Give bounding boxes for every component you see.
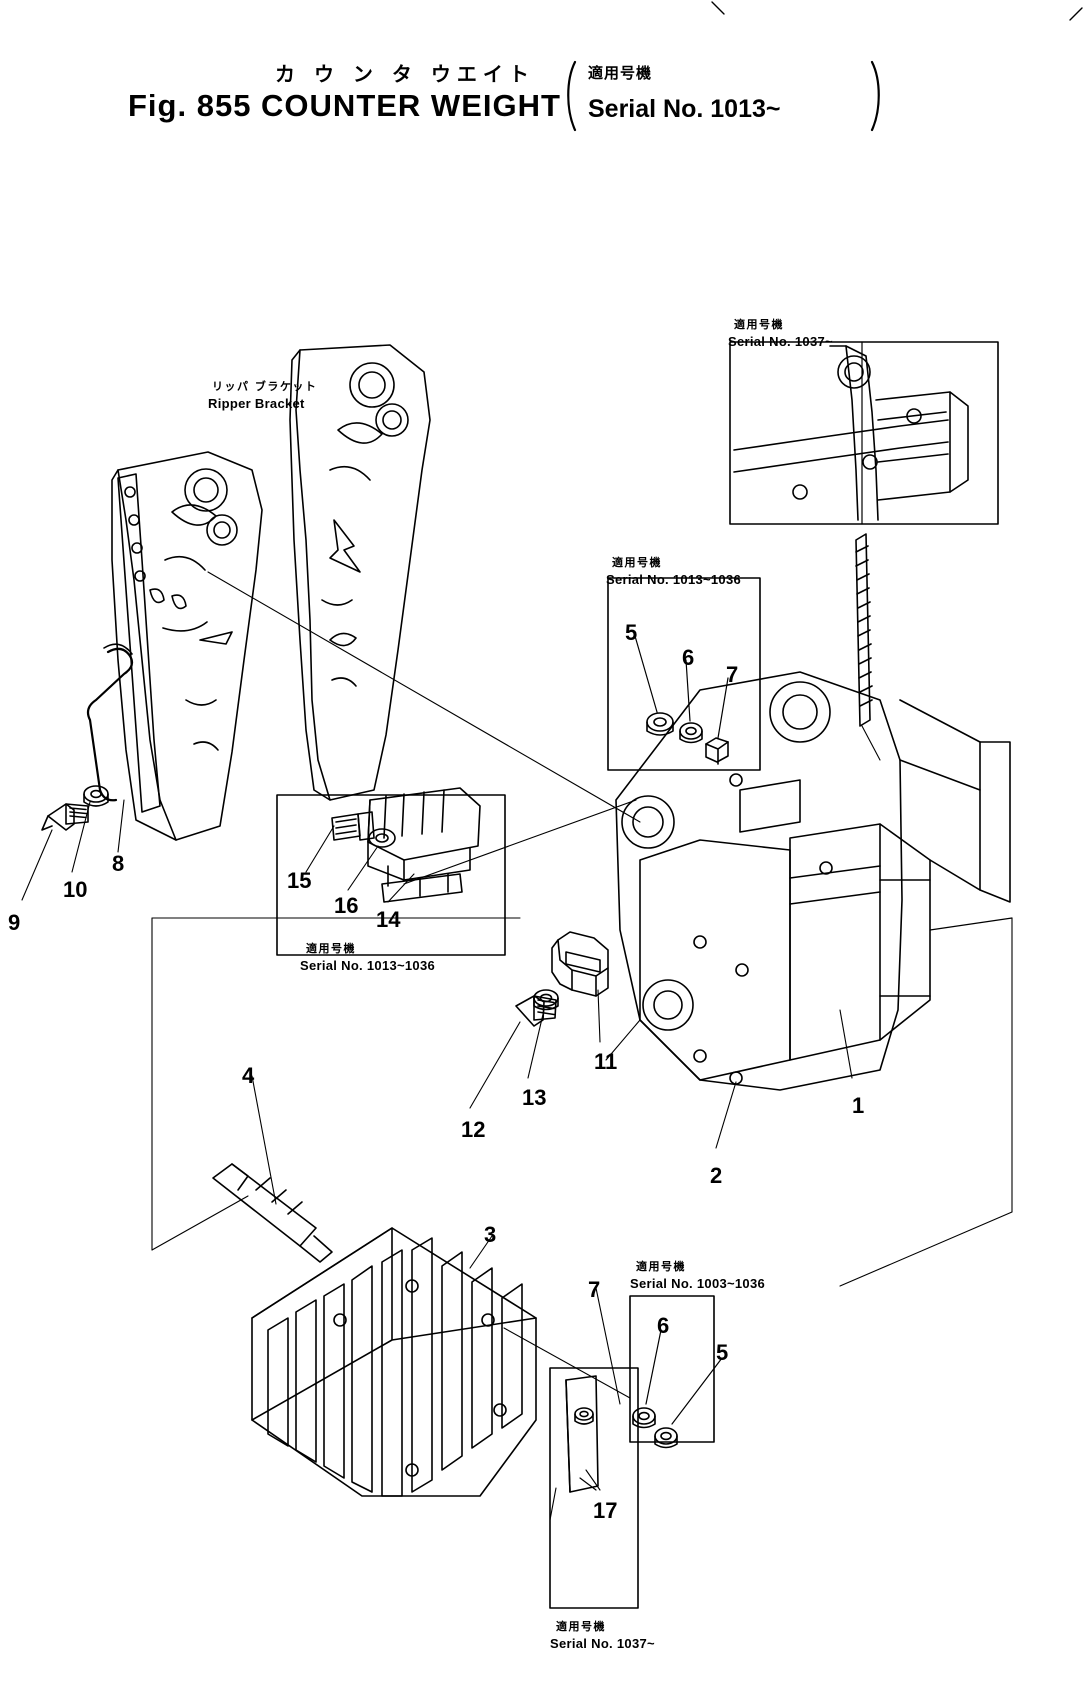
part-number-5: 5 — [716, 1340, 729, 1365]
callout-top-right-serial: Serial No. 1037~ — [728, 334, 833, 349]
part-number-1: 1 — [852, 1093, 865, 1118]
pin-and-washer-group — [41, 643, 134, 831]
part-number-7: 7 — [588, 1277, 601, 1302]
part-number-6: 6 — [682, 645, 695, 670]
callout-mid-right-kana: 適用号機 — [612, 556, 662, 569]
callout-bottom-serial: Serial No. 1037~ — [550, 1636, 655, 1651]
callout-box-top-right — [729, 341, 999, 525]
figure-applicable-serial: Serial No. 1013~ — [588, 95, 781, 123]
counterweight-fin-stack — [251, 1227, 537, 1497]
callout-mid-left-serial: Serial No. 1013~1036 — [300, 958, 436, 973]
bolt-item-12-13 — [515, 989, 559, 1027]
bracket-item-11 — [551, 931, 609, 997]
ripper-bracket-label: Ripper Bracket — [208, 396, 305, 411]
callout-lower-right-serial: Serial No. 1003~1036 — [630, 1276, 766, 1291]
part-number-9: 9 — [8, 910, 21, 935]
leader-lines — [21, 571, 1013, 1521]
part-number-3: 3 — [484, 1222, 497, 1247]
part-number-11: 11 — [594, 1049, 618, 1074]
part-number-4: 4 — [242, 1063, 255, 1088]
part-number-7: 7 — [726, 662, 739, 687]
callout-box-mid-left — [276, 787, 506, 956]
part-number-8: 8 — [112, 851, 125, 876]
ripper-bracket-rear — [289, 344, 431, 801]
callout-mid-left-kana: 適用号機 — [306, 942, 356, 955]
part-number-15: 15 — [287, 868, 312, 893]
crop-marks — [711, 1, 1083, 21]
callout-bottom-kana: 適用号機 — [556, 1620, 606, 1633]
callout-box-mid-right — [607, 577, 761, 771]
part-number-12: 12 — [461, 1117, 486, 1142]
part-number-5: 5 — [625, 620, 638, 645]
part-number-2: 2 — [710, 1163, 723, 1188]
part-number-17: 17 — [593, 1498, 618, 1523]
figure-applicable-kana: 適用号機 — [588, 64, 653, 82]
title-parentheses — [567, 60, 880, 132]
figure-title: Fig. 855 COUNTER WEIGHT — [128, 88, 561, 123]
threaded-rod-right — [855, 341, 873, 727]
ripper-bracket-label-kana: リッパ ブラケット — [212, 380, 318, 393]
part-number-14: 14 — [376, 907, 401, 932]
figure-title-kana: カ ウ ン タ ウエイト — [275, 62, 535, 86]
part-number-10: 10 — [63, 877, 88, 902]
part-number-16: 16 — [334, 893, 359, 918]
callout-box-bottom — [549, 1367, 639, 1609]
ripper-bracket-front — [111, 451, 263, 841]
callout-top-right-kana: 適用号機 — [734, 318, 784, 331]
part-number-6: 6 — [657, 1313, 670, 1338]
rod-item-4 — [212, 1163, 333, 1263]
callout-box-lower-right — [629, 1295, 723, 1449]
callout-lower-right-kana: 適用号機 — [636, 1260, 686, 1273]
counter-weight-main-frame — [615, 671, 1013, 1091]
part-number-13: 13 — [522, 1085, 547, 1110]
callout-mid-right-serial: Serial No. 1013~1036 — [606, 572, 742, 587]
